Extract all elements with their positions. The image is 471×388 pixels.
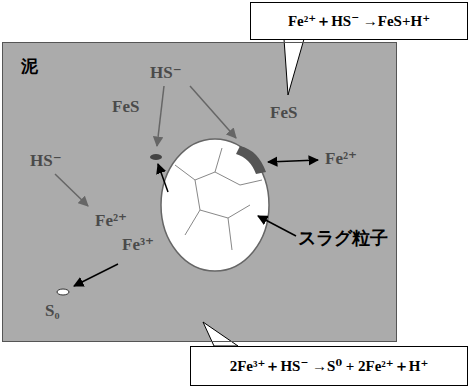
callout-tail xyxy=(284,39,304,95)
chemical-species: Fe³⁺ xyxy=(122,236,154,255)
part-name: スラグ粒子 xyxy=(298,228,388,248)
chemical-species: FeS xyxy=(270,104,297,123)
chemical-species: FeS xyxy=(112,98,139,117)
region-label: 泥 xyxy=(21,55,38,78)
mud-region: 泥 xyxy=(2,42,397,342)
pointer-arrow xyxy=(258,216,296,236)
chemical-species: HS⁻ xyxy=(30,152,62,171)
release-arrow xyxy=(74,264,118,286)
release-arrow xyxy=(268,160,318,162)
diffusion-arrow xyxy=(190,86,236,138)
fes-particle xyxy=(150,154,162,160)
reaction-equation: Fe²⁺＋HS⁻ →FeS+H⁺ xyxy=(288,12,430,31)
chemical-species: Fe²⁺ xyxy=(95,212,127,231)
slag-particle xyxy=(161,139,269,271)
chemical-species: HS⁻ xyxy=(150,64,182,83)
diffusion-arrow xyxy=(157,86,164,146)
sulfur-particle xyxy=(57,289,69,295)
reaction-callout: Fe²⁺＋HS⁻ →FeS+H⁺ xyxy=(250,2,468,40)
reaction-callout: 2Fe³⁺＋HS⁻ →S⁰ + 2Fe²⁺＋H⁺ xyxy=(190,346,468,386)
mud-ground xyxy=(2,42,397,342)
chemical-species: S₀ xyxy=(45,302,60,321)
callout-tail xyxy=(203,322,238,346)
release-arrow xyxy=(158,164,168,192)
diffusion-arrow xyxy=(55,174,88,206)
chemical-species: Fe²⁺ xyxy=(325,150,357,169)
reaction-equation: 2Fe³⁺＋HS⁻ →S⁰ + 2Fe²⁺＋H⁺ xyxy=(230,357,429,376)
